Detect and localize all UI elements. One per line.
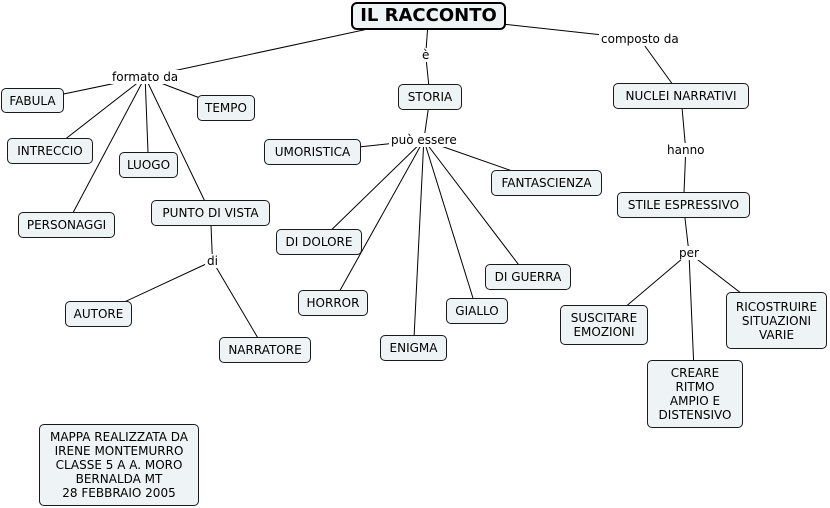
node-stile-espressivo[interactable]: STILE ESPRESSIVO: [617, 192, 750, 218]
node-horror[interactable]: HORROR: [298, 290, 368, 316]
node-di-dolore[interactable]: DI DOLORE: [276, 229, 362, 255]
node-autore[interactable]: AUTORE: [65, 301, 132, 327]
node-luogo[interactable]: LUOGO: [119, 152, 178, 178]
edge-di-narratore: [212, 260, 266, 351]
node-il-racconto[interactable]: IL RACCONTO: [351, 2, 506, 30]
node-fabula[interactable]: FABULA: [1, 88, 64, 113]
node-storia[interactable]: STORIA: [398, 84, 462, 110]
edge-puo_essere-giallo: [423, 139, 478, 312]
node-enigma[interactable]: ENIGMA: [380, 335, 447, 361]
node-narratore[interactable]: NARRATORE: [219, 337, 311, 363]
node-personaggi[interactable]: PERSONAGGI: [18, 212, 115, 238]
node-suscitare-emozioni[interactable]: SUSCITARE EMOZIONI: [560, 305, 648, 345]
link-di: di: [205, 254, 220, 268]
edge-formato_da-personaggi: [66, 76, 146, 226]
node-di-guerra[interactable]: DI GUERRA: [485, 264, 571, 290]
node-punto-di-vista[interactable]: PUNTO DI VISTA: [151, 200, 270, 226]
node-intreccio[interactable]: INTRECCIO: [7, 138, 93, 164]
link-per: per: [677, 246, 701, 260]
credits-box: MAPPA REALIZZATA DA IRENE MONTEMURRO CLA…: [39, 424, 199, 506]
node-umoristica[interactable]: UMORISTICA: [264, 139, 361, 165]
link-composto-da: composto da: [599, 32, 681, 46]
edge-puo_essere-di_guerra: [423, 139, 529, 278]
node-giallo[interactable]: GIALLO: [446, 298, 508, 324]
node-nuclei-narrativi[interactable]: NUCLEI NARRATIVI: [613, 83, 749, 109]
edge-formato_da-punto_vista: [144, 76, 211, 214]
link-formato-da: formato da: [110, 70, 181, 84]
link-puo-essere: può essere: [389, 133, 459, 147]
edge-puo_essere-enigma: [413, 139, 425, 349]
edge-puo_essere-horror: [332, 139, 425, 304]
edge-formato_da-luogo: [144, 76, 149, 166]
node-ricostruire-situazioni-varie[interactable]: RICOSTRUIRE SITUAZIONI VARIE: [726, 292, 827, 349]
node-fantascienza[interactable]: FANTASCIENZA: [491, 170, 602, 196]
node-tempo[interactable]: TEMPO: [197, 95, 255, 121]
edge-puo_essere-di_dolore: [318, 139, 425, 243]
link-e: è: [420, 48, 432, 62]
link-hanno: hanno: [665, 143, 707, 157]
node-creare-ritmo[interactable]: CREARE RITMO AMPIO E DISTENSIVO: [647, 360, 743, 428]
